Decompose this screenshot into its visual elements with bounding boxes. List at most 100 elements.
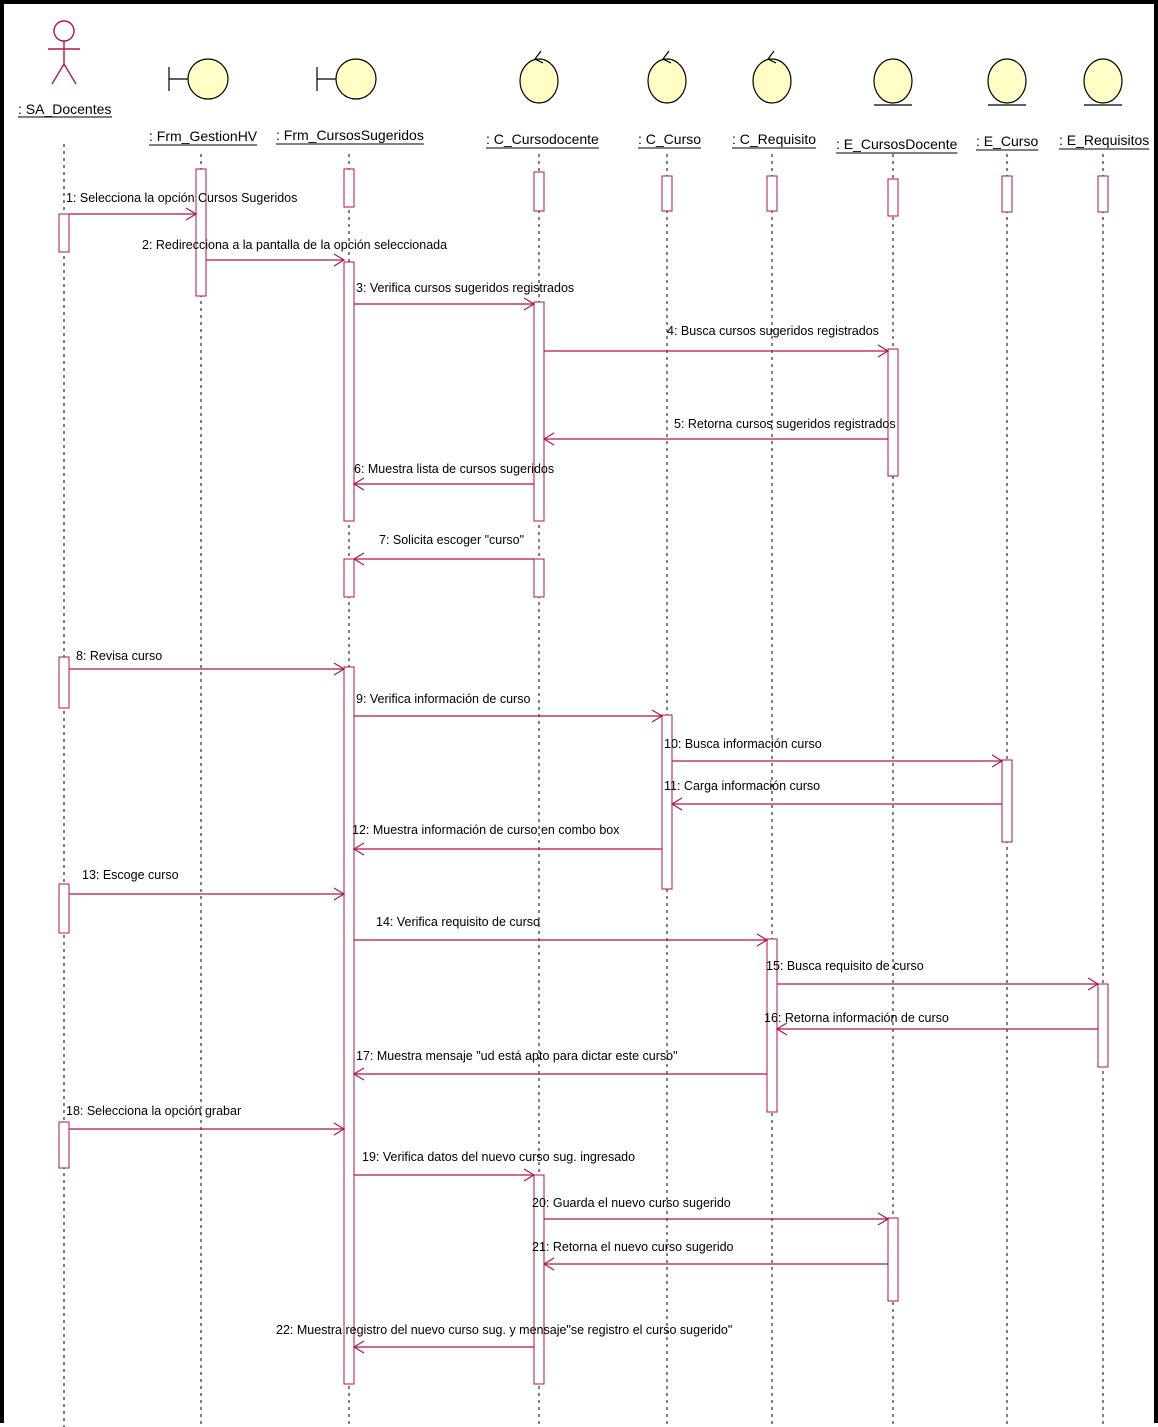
object-label: : C_Requisito — [732, 131, 816, 147]
activation-box — [766, 175, 778, 212]
object-frm-gestionhv — [168, 58, 229, 100]
activation-box — [661, 714, 673, 890]
message-arrowhead-icon — [523, 297, 536, 311]
entity-icon — [987, 58, 1027, 104]
message-label: 21: Retorna el nuevo curso sugerido — [532, 1240, 734, 1254]
message-label: 20: Guarda el nuevo curso sugerido — [532, 1196, 731, 1210]
message-arrowhead-icon — [352, 477, 365, 491]
object-e-curso — [987, 58, 1027, 106]
object-c-curso — [647, 50, 687, 104]
message-label: 6: Muestra lista de cursos sugeridos — [354, 462, 554, 476]
object-e-requisitos — [1083, 58, 1123, 106]
object-label: : E_Requisitos — [1059, 132, 1149, 148]
entity-icon — [873, 58, 913, 104]
control-icon — [647, 58, 687, 104]
activation-box — [343, 558, 355, 598]
message-label: 15: Busca requisito de curso — [766, 959, 924, 973]
message-label: 19: Verifica datos del nuevo curso sug. … — [362, 1150, 635, 1164]
activation-box — [58, 213, 70, 253]
activation-box — [533, 301, 545, 522]
message-16 — [775, 1022, 1098, 1036]
message-6 — [352, 477, 534, 491]
activation-box — [343, 666, 355, 1385]
activation-box — [533, 1174, 545, 1385]
message-21 — [542, 1257, 888, 1271]
message-arrowhead-icon — [756, 933, 769, 947]
object-label: : E_Curso — [976, 133, 1038, 149]
message-label: 13: Escoge curso — [82, 868, 179, 882]
message-13 — [69, 887, 346, 901]
message-18 — [69, 1122, 346, 1136]
control-icon — [752, 58, 792, 104]
message-15 — [777, 977, 1100, 991]
message-arrowhead-icon — [670, 797, 683, 811]
message-label: 5: Retorna cursos sugeridos registrados — [674, 417, 896, 431]
message-12 — [352, 842, 662, 856]
boundary-icon — [187, 58, 229, 100]
control-arrow-icon — [534, 50, 544, 64]
activation-box — [533, 171, 545, 212]
message-arrowhead-icon — [1087, 977, 1100, 991]
activation-box — [766, 938, 778, 1113]
activation-box — [1001, 175, 1013, 213]
message-label: 18: Selecciona la opción grabar — [66, 1104, 241, 1118]
message-label: 8: Revisa curso — [76, 649, 162, 663]
message-label: 14: Verifica requisito de curso — [376, 915, 540, 929]
actor-leg-left — [51, 63, 65, 85]
message-2 — [206, 253, 346, 267]
message-arrowhead-icon — [877, 1212, 890, 1226]
message-7 — [352, 552, 534, 566]
object-label: : Frm_CursosSugeridos — [276, 127, 424, 143]
message-arrowhead-icon — [333, 662, 346, 676]
object-label: : C_Cursodocente — [486, 131, 599, 147]
message-arrowhead-icon — [352, 1067, 365, 1081]
message-14 — [354, 933, 769, 947]
object-label: : E_CursosDocente — [836, 136, 958, 152]
object-c-cursodocente — [519, 50, 559, 104]
message-label: 1: Selecciona la opción Cursos Sugeridos — [66, 191, 297, 205]
message-8 — [69, 662, 346, 676]
message-19 — [354, 1168, 536, 1182]
message-4 — [544, 344, 890, 358]
sequence-diagram: : SA_Docentes : Frm_GestionHV : Frm_Cursos… — [18, 20, 1150, 1427]
object-frm-cursossugeridos — [316, 58, 377, 100]
control-arrow-icon — [662, 50, 672, 64]
activation-box — [195, 168, 207, 297]
activation-box — [1097, 175, 1109, 213]
object-e-cursosdocente — [873, 58, 913, 106]
message-3 — [354, 297, 536, 311]
message-label: 2: Redirecciona a la pantalla de la opci… — [142, 238, 447, 252]
message-label: 9: Verifica información de curso — [356, 692, 530, 706]
message-label: 7: Solicita escoger "curso" — [379, 533, 524, 547]
object-label: : Frm_GestionHV — [149, 128, 258, 144]
actor-sa-docentes — [48, 20, 80, 85]
message-arrowhead-icon — [877, 344, 890, 358]
message-arrowhead-icon — [542, 1257, 555, 1271]
message-arrowhead-icon — [523, 1168, 536, 1182]
activation-box — [887, 178, 899, 217]
activation-box — [661, 175, 673, 212]
message-label: 17: Muestra mensaje "ud está apto para d… — [356, 1049, 678, 1063]
message-arrowhead-icon — [352, 842, 365, 856]
actor-leg-right — [63, 63, 77, 85]
activation-box — [1097, 983, 1109, 1068]
control-arrow-icon — [767, 50, 777, 64]
message-arrowhead-icon — [542, 432, 555, 446]
message-arrowhead-icon — [991, 754, 1004, 768]
message-arrowhead-icon — [333, 1122, 346, 1136]
activation-box — [343, 261, 355, 522]
activation-box — [887, 1217, 899, 1302]
activation-box — [58, 656, 70, 709]
message-5 — [542, 432, 888, 446]
message-arrowhead-icon — [352, 552, 365, 566]
activation-box — [887, 348, 899, 477]
message-label: 3: Verifica cursos sugeridos registrados — [356, 281, 574, 295]
actor-head-icon — [53, 20, 75, 42]
message-label: 4: Busca cursos sugeridos registrados — [667, 324, 879, 338]
activation-box — [1001, 759, 1013, 843]
message-20 — [544, 1212, 890, 1226]
actor-label: : SA_Docentes — [18, 101, 111, 117]
message-label: 10: Busca información curso — [664, 737, 822, 751]
object-label: : C_Curso — [638, 131, 701, 147]
